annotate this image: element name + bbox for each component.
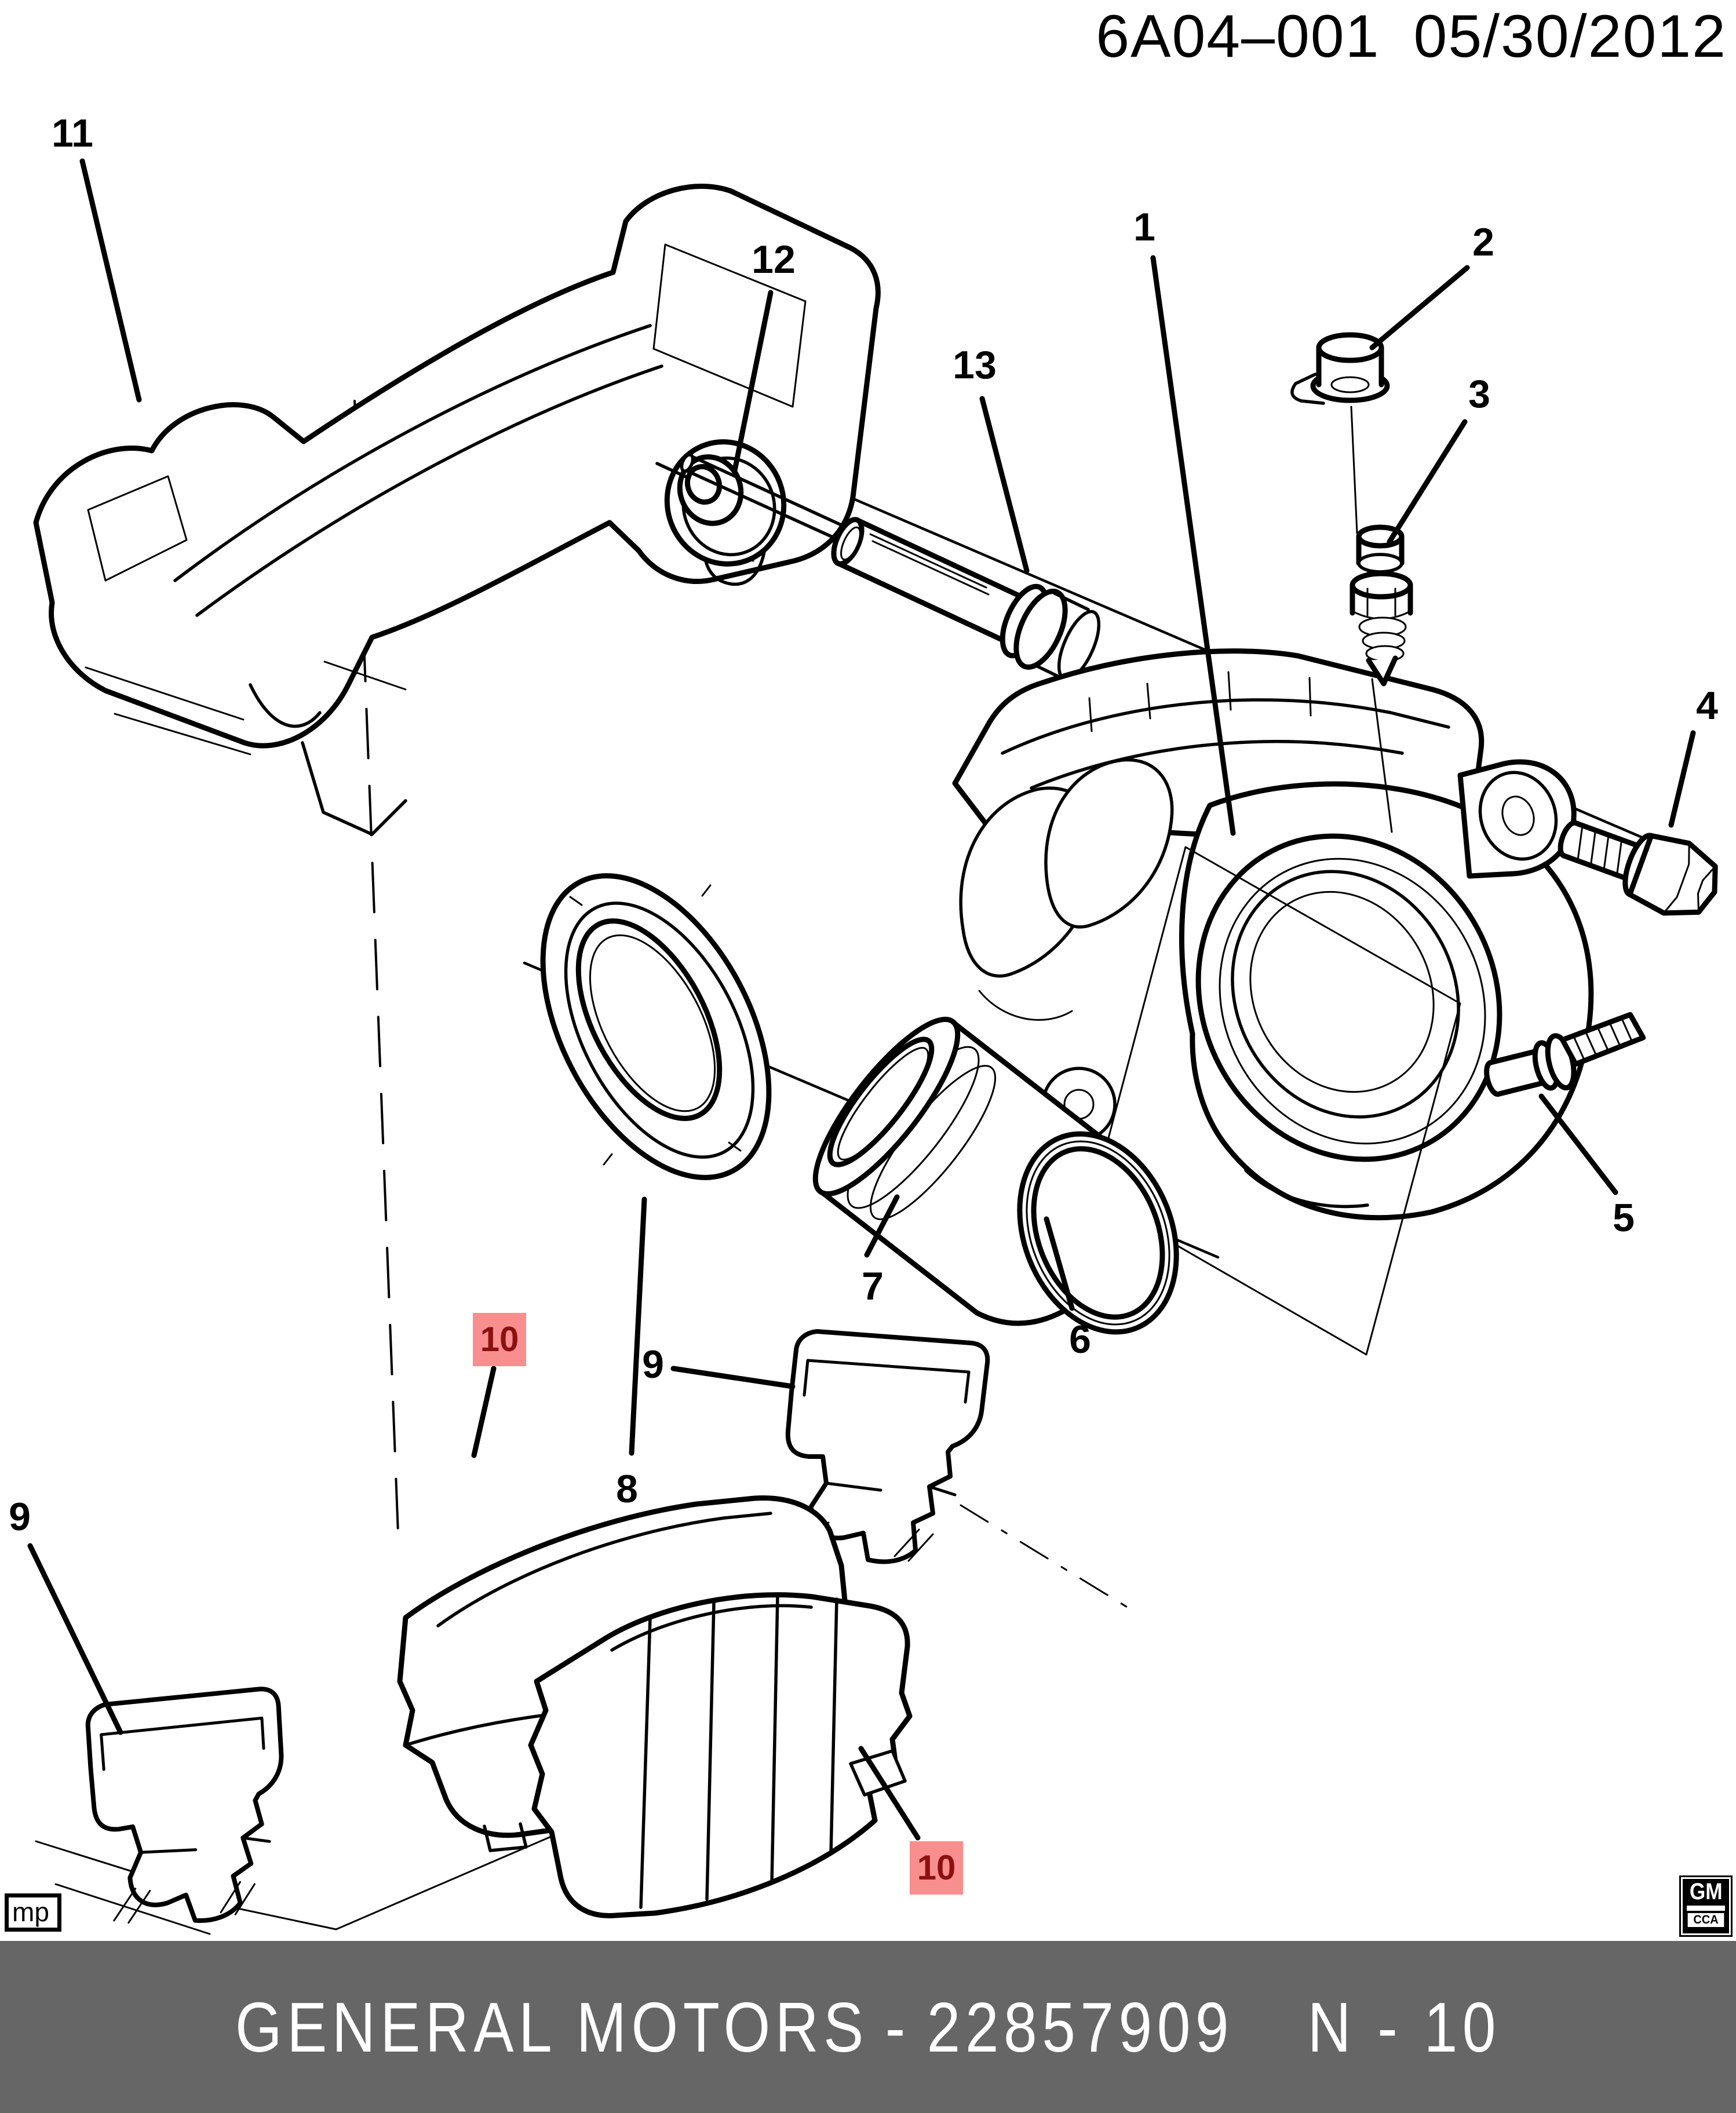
leader-line-1-3 [1150,255,1236,836]
outer-brake-pad-art [528,1592,913,1918]
gm-logo-subtext: CCA [1687,1913,1724,1927]
leader-line-6-8 [1044,1216,1075,1311]
leader-line-4-6 [1668,730,1696,828]
footer-page-ref: N - 10 [1307,1987,1501,2067]
guide-pin-boot-art [655,439,787,567]
guide-pin-art [680,453,1101,683]
leader-line-2-4 [1369,265,1470,351]
footer-bar: GENERAL MOTORS - 22857909 N - 10 [0,1941,1736,2113]
leader-line-3-5 [1387,419,1468,545]
gm-logo-frame: GM CCA [1681,1877,1731,1935]
leader-line-7-9 [864,1194,900,1258]
gm-logo-bar [1687,1906,1725,1911]
leader-line-10-14 [858,1746,921,1841]
leader-line-11-0 [79,158,142,403]
drawing-number: 6A04–001 05/30/2012 [1096,2,1727,71]
leader-line-5-7 [1538,1093,1618,1195]
gm-logo-text: GM [1689,1879,1723,1904]
leader-line-13-2 [979,396,1030,574]
banjo-bolt-art [1484,1012,1646,1097]
footer-separator: - [885,1987,910,2067]
leader-line-12-1 [732,290,774,473]
callout-leader-lines [27,158,1696,1841]
leader-line-9-12 [27,1543,123,1735]
piston-seal-art [1017,1131,1179,1335]
gm-logo: GM CCA [1679,1875,1733,1937]
footer-company: GENERAL MOTORS [235,1987,869,2067]
mp-mark-label: mp [12,1897,49,1927]
footer-title: GENERAL MOTORS - 22857909 N - 10 [130,1941,1606,2113]
guide-pin-bolt-art [1558,820,1718,916]
drawing-code: 6A04–001 [1096,3,1380,70]
leader-line-8-10 [629,1196,647,1456]
piston-boot-art [540,873,772,1180]
bleeder-valve-art [1350,524,1413,687]
leader-line-9-11 [670,1366,796,1389]
leader-line-10-13 [471,1366,497,1458]
caliper-housing-art [952,648,1594,1221]
bleeder-axis-line [1350,406,1393,833]
drawing-date: 05/30/2012 [1413,3,1727,70]
bleeder-cap-art [1290,332,1390,405]
mp-mark: mp [5,1893,61,1932]
footer-part-number: 22857909 [927,1987,1234,2067]
section-plane-art [1092,846,1461,1356]
